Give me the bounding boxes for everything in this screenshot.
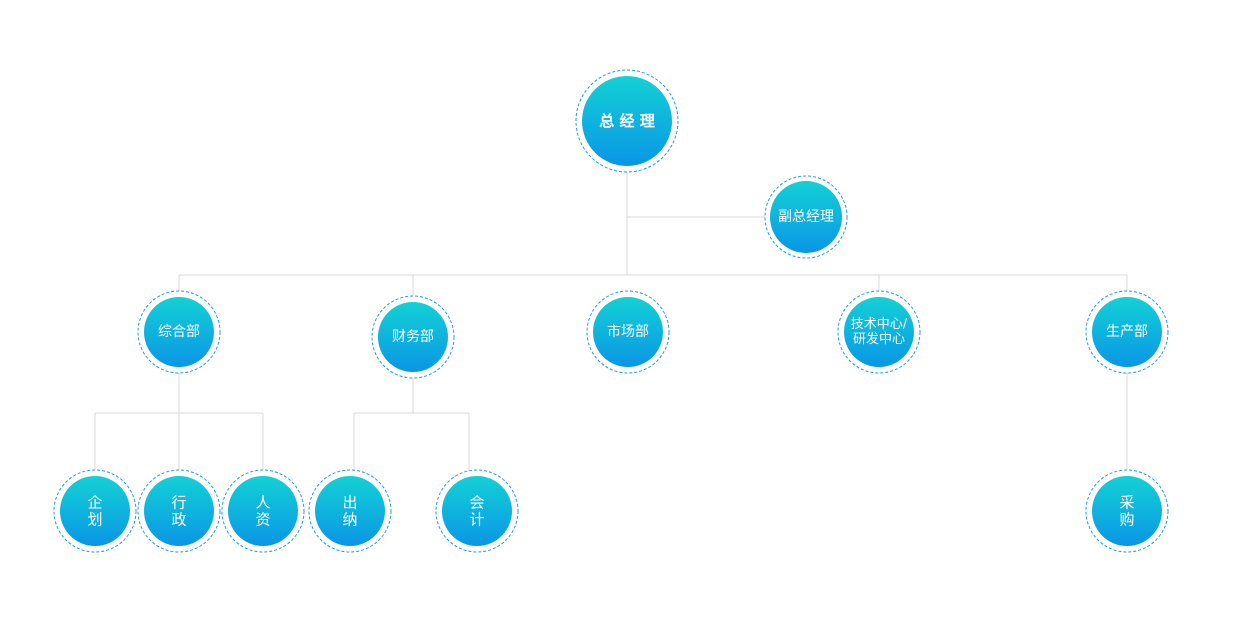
org-node-general: 综合部 (137, 290, 221, 374)
node-circle (378, 302, 448, 372)
node-label: 综合部 (158, 324, 200, 340)
node-label: 企 (87, 494, 102, 512)
node-label: 纳 (342, 511, 357, 529)
node-ring (586, 290, 670, 374)
node-label: 研发中心 (853, 331, 905, 347)
node-ring (137, 290, 221, 374)
node-ring (371, 295, 455, 379)
node-circle (770, 181, 842, 253)
node-label: 人 (255, 494, 270, 512)
org-node-ceo: 总 经 理 (575, 69, 679, 173)
org-node-planning: 企划 (53, 469, 137, 553)
node-label: 购 (1119, 511, 1134, 529)
org-node-market: 市场部 (586, 290, 670, 374)
node-circle (1092, 297, 1162, 367)
node-circle (442, 476, 512, 546)
org-node-purchasing: 采购 (1085, 469, 1169, 553)
node-ring (137, 469, 221, 553)
node-label: 采 (1119, 494, 1134, 512)
node-label: 行 (171, 494, 186, 512)
org-node-finance: 财务部 (371, 295, 455, 379)
node-ring (575, 69, 679, 173)
node-label: 政 (171, 511, 186, 529)
node-circle (582, 76, 672, 166)
node-ring (308, 469, 392, 553)
org-node-tech: 技术中心/研发中心 (837, 290, 921, 374)
node-ring (764, 175, 848, 259)
node-ring (435, 469, 519, 553)
node-label: 会 (469, 494, 484, 512)
node-label: 副总经理 (778, 209, 834, 225)
nodes: 总 经 理副总经理综合部财务部市场部技术中心/研发中心生产部企划行政人资出纳会计… (53, 69, 1169, 553)
node-label: 总 经 理 (599, 112, 654, 130)
org-node-accounting: 会计 (435, 469, 519, 553)
org-node-production: 生产部 (1085, 290, 1169, 374)
node-circle (315, 476, 385, 546)
org-node-admin: 行政 (137, 469, 221, 553)
node-circle (60, 476, 130, 546)
node-label: 财务部 (392, 329, 434, 345)
node-ring (221, 469, 305, 553)
node-label: 划 (87, 511, 102, 529)
node-circle (593, 297, 663, 367)
org-node-hr: 人资 (221, 469, 305, 553)
node-circle (228, 476, 298, 546)
node-label: 技术中心/ (851, 317, 908, 332)
node-label: 出 (342, 494, 357, 512)
node-ring (1085, 290, 1169, 374)
node-label: 计 (469, 511, 484, 529)
connectors (94, 172, 1128, 471)
node-ring (53, 469, 137, 553)
node-circle (144, 297, 214, 367)
node-ring (837, 290, 921, 374)
node-label: 资 (255, 511, 270, 529)
node-label: 市场部 (607, 323, 649, 340)
node-circle (844, 297, 914, 367)
org-node-deputy: 副总经理 (764, 175, 848, 259)
org-node-cashier: 出纳 (308, 469, 392, 553)
node-ring (1085, 469, 1169, 553)
node-label: 生产部 (1106, 324, 1148, 340)
node-circle (1092, 476, 1162, 546)
node-circle (144, 476, 214, 546)
